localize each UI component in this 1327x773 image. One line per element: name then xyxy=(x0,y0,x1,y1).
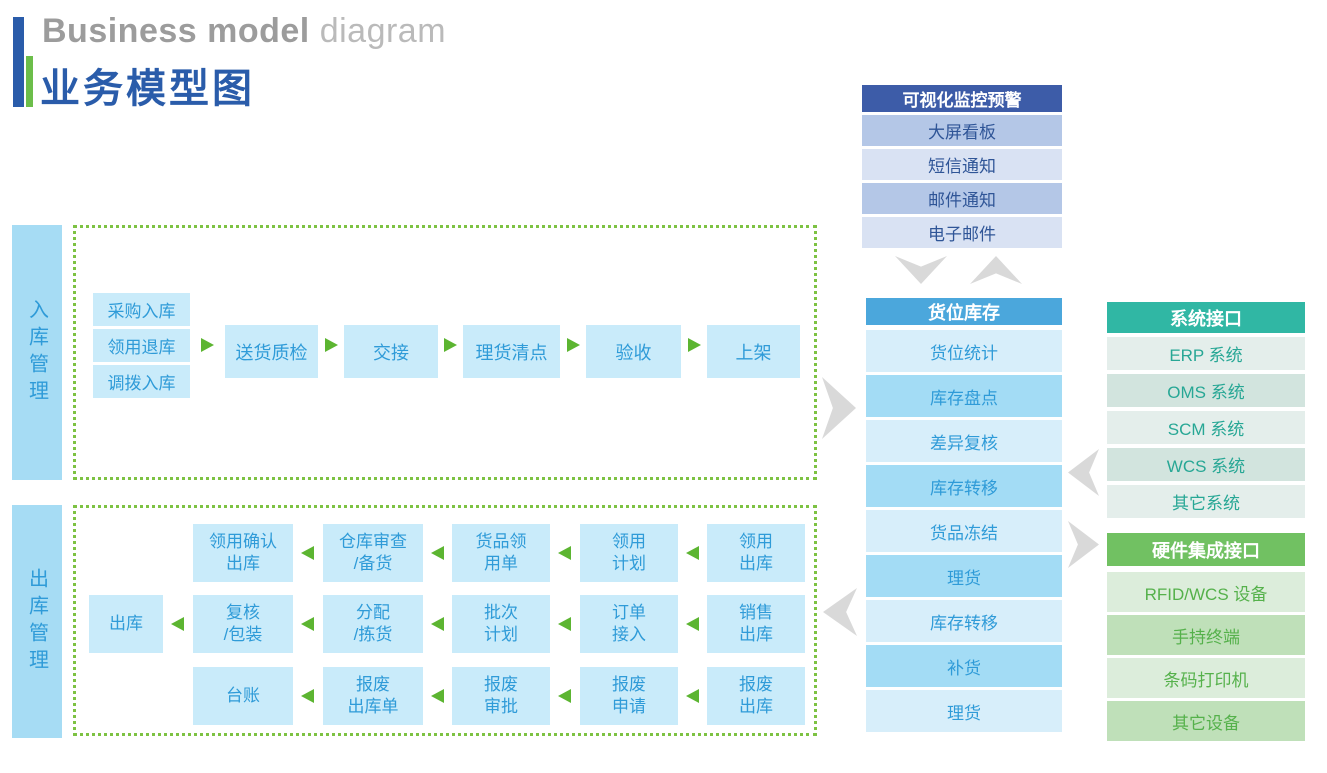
gray-arrow-left-icon xyxy=(1068,449,1099,496)
title-accent-bar-green xyxy=(26,56,33,107)
monitor-item: 大屏看板 xyxy=(862,115,1062,146)
system-item: SCM 系统 xyxy=(1107,411,1305,444)
inventory-item: 货品冻结 xyxy=(866,510,1062,552)
inventory-panel-header: 货位库存 xyxy=(866,298,1062,325)
system-panel-header: 系统接口 xyxy=(1107,302,1305,333)
outbound-box: 分配 /拣货 xyxy=(323,595,423,653)
outbound-box: 领用确认 出库 xyxy=(193,524,293,582)
page-title-en-light: diagram xyxy=(319,12,447,50)
page-title-en: Business model diagram xyxy=(42,12,446,51)
inbound-step-box: 交接 xyxy=(344,325,438,378)
inventory-item: 库存转移 xyxy=(866,600,1062,642)
inbound-source-box: 调拨入库 xyxy=(93,365,190,398)
outbound-box: 报废 申请 xyxy=(580,667,678,725)
gray-arrow-left-icon xyxy=(823,588,857,636)
inventory-item: 理货 xyxy=(866,555,1062,597)
outbound-box: 领用 计划 xyxy=(580,524,678,582)
hardware-panel-header: 硬件集成接口 xyxy=(1107,533,1305,566)
system-item: WCS 系统 xyxy=(1107,448,1305,481)
monitor-item: 电子邮件 xyxy=(862,217,1062,248)
inbound-step-box: 验收 xyxy=(586,325,681,378)
outbound-box: 仓库审查 /备货 xyxy=(323,524,423,582)
outbound-section-label: 出库管理 xyxy=(12,505,62,738)
outbound-box: 订单 接入 xyxy=(580,595,678,653)
outbound-box: 报废 审批 xyxy=(452,667,550,725)
inventory-item: 库存转移 xyxy=(866,465,1062,507)
gray-arrow-down-icon xyxy=(895,256,947,284)
outbound-box: 领用 出库 xyxy=(707,524,805,582)
gray-arrow-right-icon xyxy=(1068,521,1099,568)
system-item: ERP 系统 xyxy=(1107,337,1305,370)
system-item: OMS 系统 xyxy=(1107,374,1305,407)
inbound-step-box: 送货质检 xyxy=(225,325,318,378)
inbound-step-box: 上架 xyxy=(707,325,800,378)
hardware-item: 条码打印机 xyxy=(1107,658,1305,698)
monitor-item: 邮件通知 xyxy=(862,183,1062,214)
system-item: 其它系统 xyxy=(1107,485,1305,518)
inbound-section-label: 入库管理 xyxy=(12,225,62,480)
inventory-item: 差异复核 xyxy=(866,420,1062,462)
inbound-step-box: 理货清点 xyxy=(463,325,560,378)
page-title-en-bold: Business model xyxy=(42,12,310,50)
inbound-source-box: 采购入库 xyxy=(93,293,190,326)
outbound-box: 报废 出库 xyxy=(707,667,805,725)
inventory-item: 库存盘点 xyxy=(866,375,1062,417)
gray-arrow-up-icon xyxy=(970,256,1022,284)
inbound-section-border xyxy=(73,225,817,480)
page-title-zh: 业务模型图 xyxy=(40,67,255,111)
outbound-box: 出库 xyxy=(89,595,163,653)
title-accent-bar-blue xyxy=(13,17,24,107)
hardware-item: 其它设备 xyxy=(1107,701,1305,741)
outbound-section-border xyxy=(73,505,817,736)
hardware-item: 手持终端 xyxy=(1107,615,1305,655)
monitor-panel-header: 可视化监控预警 xyxy=(862,85,1062,112)
inventory-item: 理货 xyxy=(866,690,1062,732)
hardware-item: RFID/WCS 设备 xyxy=(1107,572,1305,612)
inventory-item: 补货 xyxy=(866,645,1062,687)
outbound-box: 台账 xyxy=(193,667,293,725)
gray-arrow-right-icon xyxy=(822,377,856,439)
inbound-source-box: 领用退库 xyxy=(93,329,190,362)
outbound-box: 批次 计划 xyxy=(452,595,550,653)
outbound-box: 复核 /包装 xyxy=(193,595,293,653)
outbound-box: 销售 出库 xyxy=(707,595,805,653)
monitor-item: 短信通知 xyxy=(862,149,1062,180)
outbound-box: 报废 出库单 xyxy=(323,667,423,725)
inventory-item: 货位统计 xyxy=(866,330,1062,372)
outbound-box: 货品领 用单 xyxy=(452,524,550,582)
